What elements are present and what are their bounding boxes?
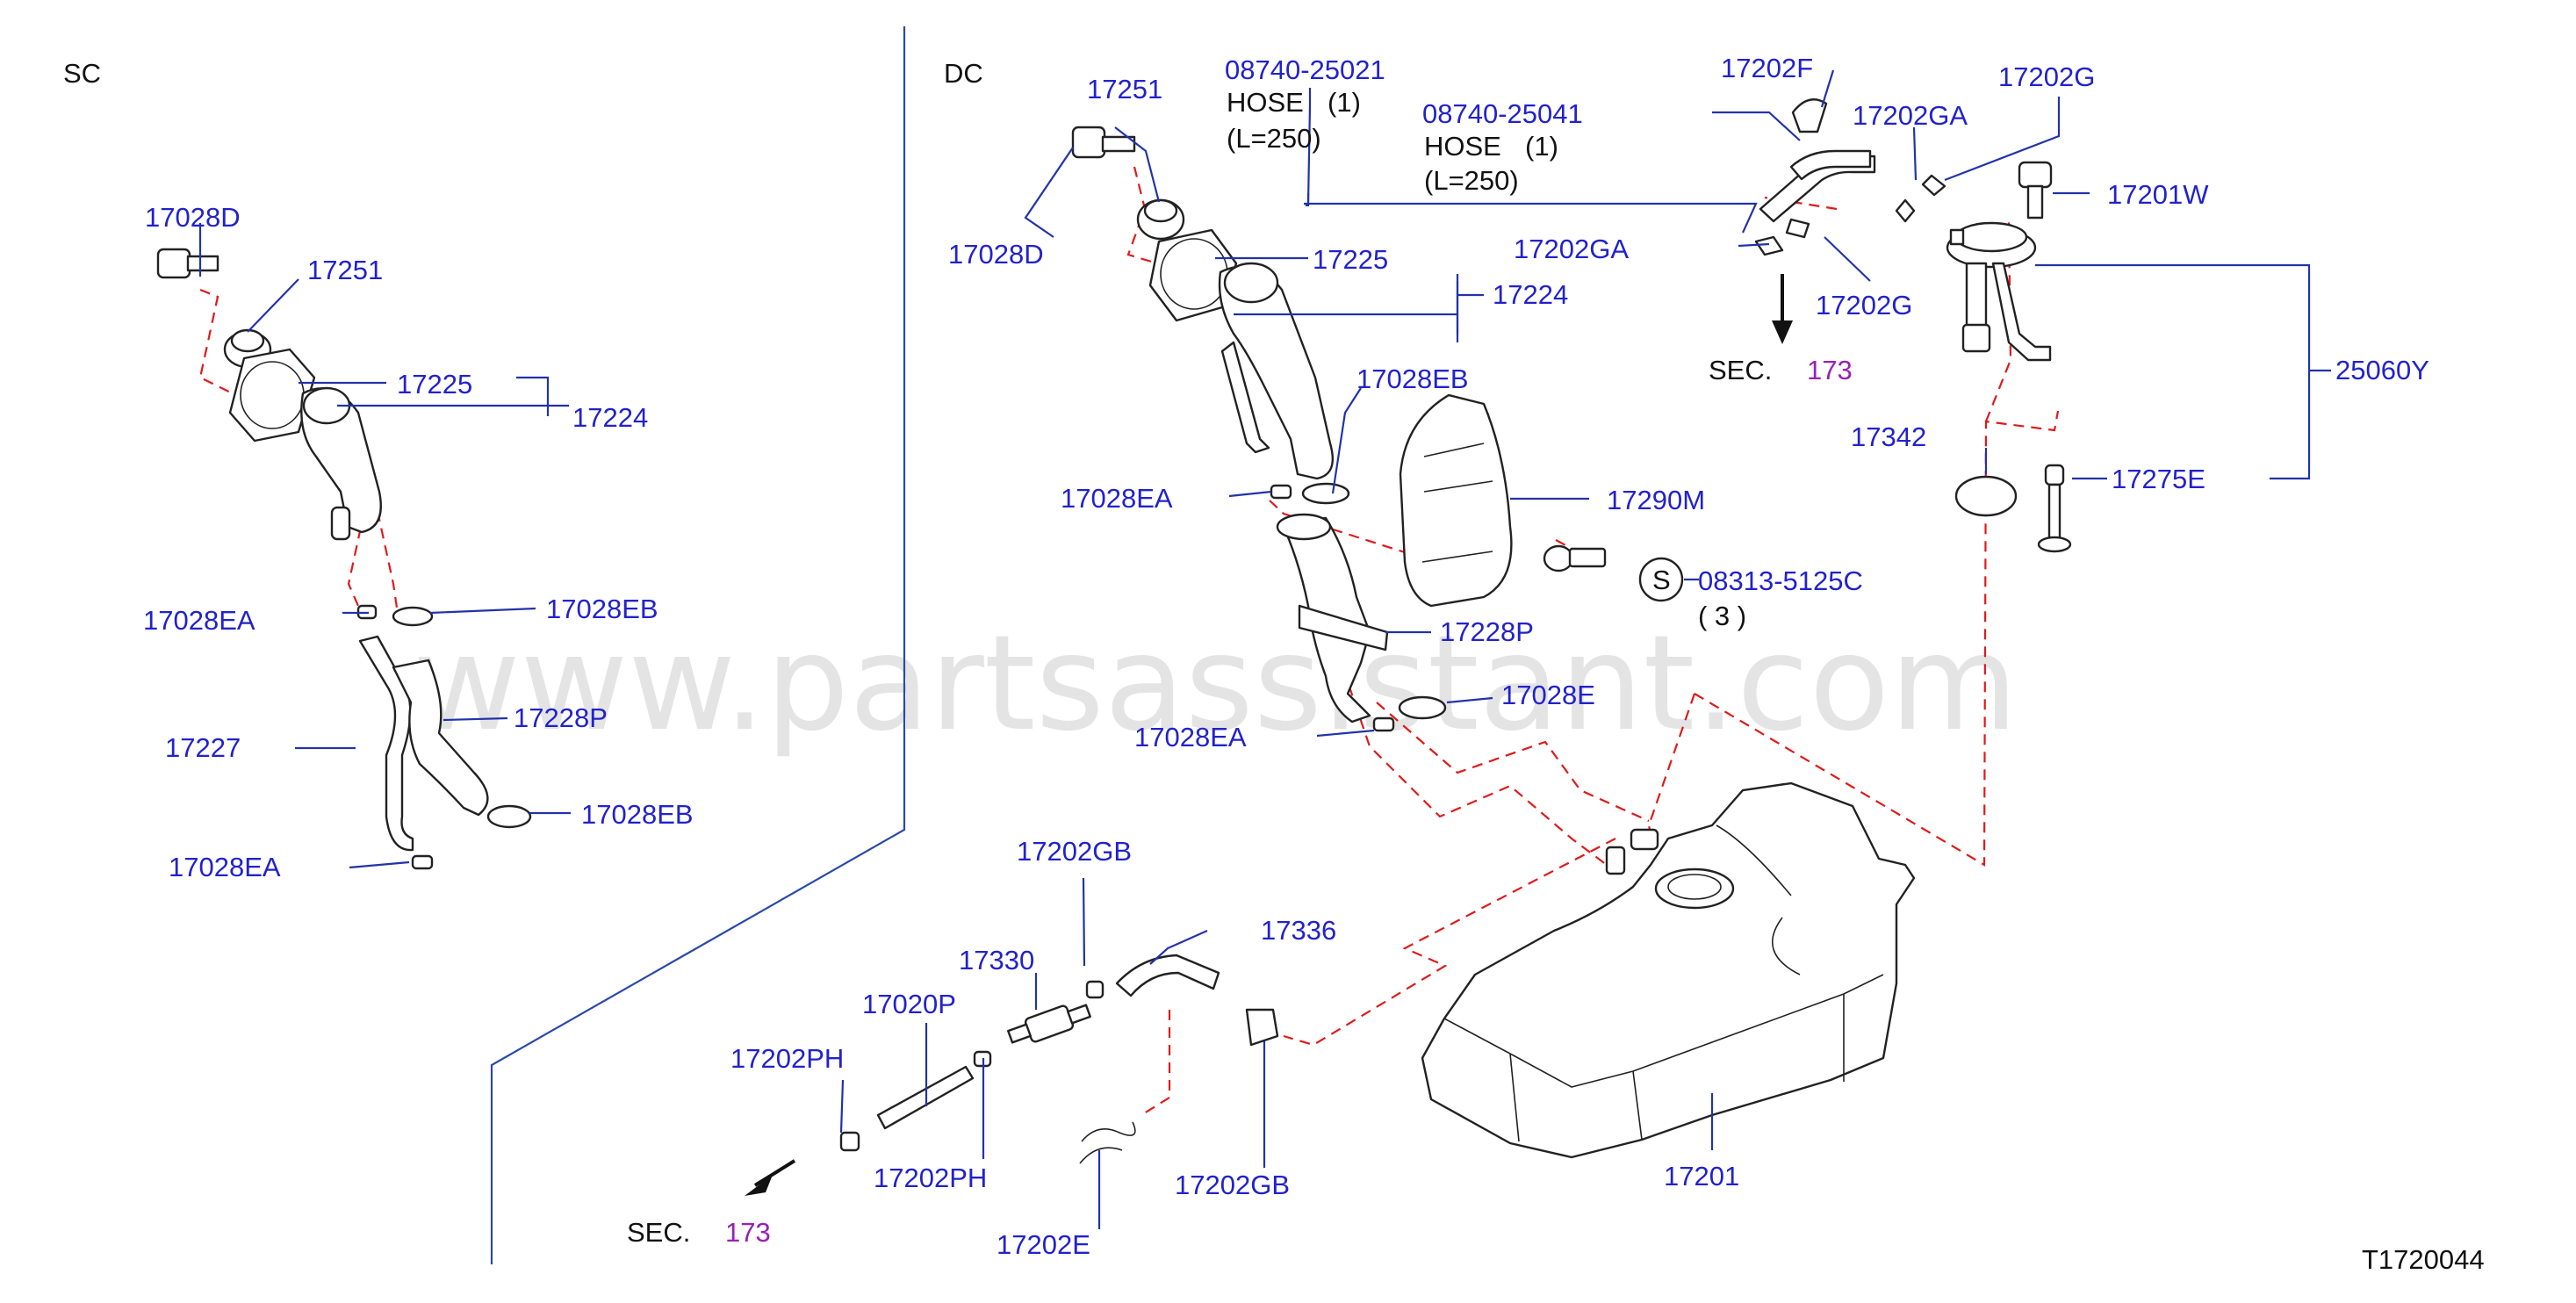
dc-label-screw-qty: ( 3 ) (1698, 601, 1746, 631)
dc-clip-17202gb-lower[interactable] (1245, 1008, 1279, 1047)
dc-clip-17028ea-upper[interactable] (1270, 484, 1292, 500)
dc-label-hose1-len: (L=250) (1227, 123, 1321, 154)
dc-label-17224: 17224 (1493, 279, 1568, 310)
dc-bolt-17201w[interactable] (2018, 161, 2053, 220)
dc-clip-17202ga-left[interactable] (1754, 235, 1784, 256)
sc-label-17224: 17224 (572, 402, 648, 433)
dc-hose-17336[interactable] (1115, 954, 1220, 997)
dc-label-17028e: 17028E (1501, 680, 1595, 710)
dc-sec-top-text: SEC. (1709, 355, 1772, 385)
dc-label-17290m: 17290M (1607, 485, 1705, 515)
dc-label-hose2-qty: (1) (1525, 131, 1558, 162)
dc-clip-17202ph-lower[interactable] (839, 1131, 860, 1152)
dc-label-17201w: 17201W (2107, 179, 2209, 210)
sc-label-17227: 17227 (165, 732, 241, 763)
sc-label-17028eb-1: 17028EB (546, 594, 658, 624)
dc-screw-symbol: S (1652, 565, 1671, 595)
dc-label-17225: 17225 (1313, 244, 1388, 275)
dc-assembly (745, 69, 2331, 1229)
dc-screw-s-symbol (1638, 557, 1684, 602)
dc-fuel-level-sensor-25060y[interactable] (1946, 221, 2052, 362)
dc-label-17202f: 17202F (1721, 53, 1813, 83)
dc-clip-17028ea-lower[interactable] (1372, 716, 1395, 732)
watermark: www.partsassistant.com (413, 608, 2018, 760)
dc-filler-neck-17224[interactable] (1218, 262, 1335, 480)
diagram-code: T1720044 (2362, 1244, 2485, 1275)
section-divider (490, 26, 906, 1264)
dc-label-17342: 17342 (1851, 421, 1926, 452)
sc-filler-ring-17225[interactable] (228, 348, 316, 443)
dc-clip-17202ga-right[interactable] (1895, 198, 1916, 223)
dc-band-17028e[interactable] (1398, 695, 1447, 720)
dc-harness-17202e[interactable] (1079, 1121, 1136, 1164)
dc-sec-bottom-num[interactable]: 173 (725, 1217, 771, 1248)
dc-label-17201: 17201 (1664, 1161, 1739, 1191)
dc-label-hose2-len: (L=250) (1424, 165, 1519, 196)
dc-label-17202g-1: 17202G (1998, 61, 2095, 92)
dc-sec-top-num[interactable]: 173 (1807, 355, 1853, 385)
dc-label-17020p: 17020P (862, 989, 956, 1019)
dc-sec-bottom-text: SEC. (627, 1217, 690, 1248)
sc-label-17225: 17225 (397, 369, 472, 400)
dc-label-hose1-name: HOSE (1227, 87, 1304, 118)
dc-arrow-sec-173-bottom (745, 1159, 796, 1196)
dc-bolt-17028d[interactable] (1071, 126, 1136, 159)
dc-clip-17202f[interactable] (1791, 98, 1828, 133)
dc-label-17330: 17330 (959, 945, 1034, 975)
sc-filler-neck-17224[interactable] (300, 386, 382, 541)
dc-label-17202ph-2: 17202PH (874, 1163, 987, 1193)
dc-clip-17202g-right[interactable] (1921, 174, 1946, 197)
dc-label-17202e: 17202E (997, 1229, 1090, 1260)
dc-clip-17202gb-upper[interactable] (1085, 980, 1105, 999)
dc-label-screw-part: 08313-5125C (1698, 565, 1863, 596)
sc-band-17028eb-lower[interactable] (486, 804, 532, 829)
sc-bolt-17028d[interactable] (156, 248, 219, 279)
dc-label-17202ph-1: 17202PH (730, 1043, 844, 1074)
dc-label-17202gb-1: 17202GB (1017, 836, 1132, 867)
dc-hose-08740-25041[interactable] (1789, 149, 1872, 181)
dc-fuel-tank-17201[interactable] (1421, 781, 1916, 1159)
dc-label-17275e: 17275E (2112, 464, 2205, 494)
dc-label-hose1-part: 08740-25021 (1225, 54, 1385, 85)
dc-label-hose2-name: HOSE (1424, 131, 1501, 162)
sc-filler-hose-17228p[interactable] (392, 659, 489, 817)
sc-label-17028ea-1: 17028EA (143, 605, 255, 636)
dc-label-17028ea-1: 17028EA (1061, 483, 1173, 514)
dc-label-hose1-qty: (1) (1328, 87, 1361, 118)
sc-label-17028d: 17028D (145, 202, 241, 233)
section-label-dc: DC (944, 58, 983, 89)
sc-clip-17028ea-lower[interactable] (411, 854, 434, 870)
dc-label-17028ea-2: 17028EA (1134, 722, 1247, 752)
dc-label-17202g-2: 17202G (1816, 290, 1912, 320)
sc-label-17028eb-2: 17028EB (581, 799, 694, 830)
dc-label-17202ga-1: 17202GA (1853, 100, 1968, 131)
dc-label-hose2-part: 08740-25041 (1422, 98, 1583, 129)
section-label-sc: SC (63, 58, 101, 89)
sc-band-17028eb-upper[interactable] (392, 606, 434, 627)
dc-filler-protector-17290m[interactable] (1399, 393, 1513, 608)
dc-stud-17275e[interactable] (2037, 464, 2072, 553)
sc-label-17028ea-2: 17028EA (169, 852, 281, 882)
dc-arrow-sec-173-top (1772, 274, 1793, 344)
dc-label-17336: 17336 (1261, 915, 1336, 946)
dc-screw-08313-5125c[interactable] (1543, 544, 1607, 572)
dc-label-17251: 17251 (1087, 74, 1162, 104)
sc-label-17251: 17251 (307, 255, 383, 285)
dc-fuel-cap-17251[interactable] (1136, 198, 1185, 241)
dc-label-17202ga-2: 17202GA (1514, 234, 1629, 264)
dc-label-25060y: 25060Y (2335, 355, 2429, 385)
sc-assembly (156, 223, 571, 870)
dc-label-17028eb: 17028EB (1356, 364, 1469, 394)
dc-label-17028d: 17028D (948, 239, 1044, 270)
dc-band-17028eb[interactable] (1301, 482, 1350, 505)
sc-label-17228p: 17228P (514, 702, 608, 733)
dc-label-17202gb-2: 17202GB (1175, 1170, 1290, 1200)
dc-filter-17330[interactable] (1007, 1004, 1091, 1044)
dc-clip-17202g-left[interactable] (1785, 218, 1810, 239)
dc-label-17228p: 17228P (1440, 616, 1534, 647)
dc-gasket-17342[interactable] (1954, 475, 2018, 517)
